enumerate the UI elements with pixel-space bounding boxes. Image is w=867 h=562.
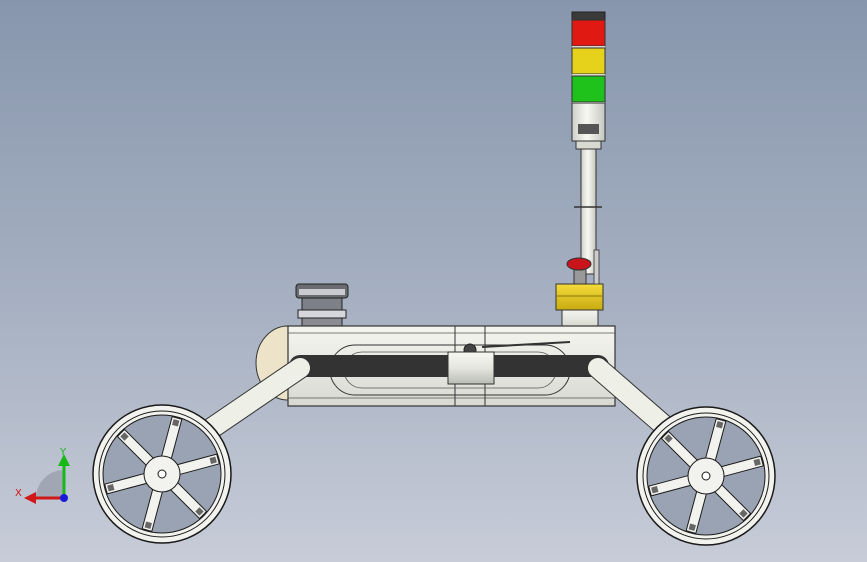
lidar-sensor bbox=[295, 283, 349, 327]
frame bbox=[151, 351, 717, 473]
tower-cap bbox=[571, 11, 606, 21]
left-wheel bbox=[92, 404, 232, 544]
signal-tower bbox=[571, 11, 606, 275]
center-clamp bbox=[447, 351, 495, 385]
coordinate-triad: Y X bbox=[15, 447, 70, 504]
estop-housing bbox=[555, 283, 604, 311]
tower-light-yellow bbox=[571, 47, 606, 75]
y-axis-label: Y bbox=[59, 447, 67, 458]
emergency-stop bbox=[555, 249, 604, 327]
tower-light-red bbox=[571, 19, 606, 47]
estop-button-cap bbox=[566, 257, 592, 271]
z-axis-dot bbox=[60, 494, 68, 502]
tower-base bbox=[571, 102, 606, 142]
tower-buzzer-grille bbox=[578, 124, 599, 134]
right-wheel bbox=[636, 406, 776, 546]
tower-light-green bbox=[571, 75, 606, 103]
x-axis-label: X bbox=[15, 488, 22, 499]
